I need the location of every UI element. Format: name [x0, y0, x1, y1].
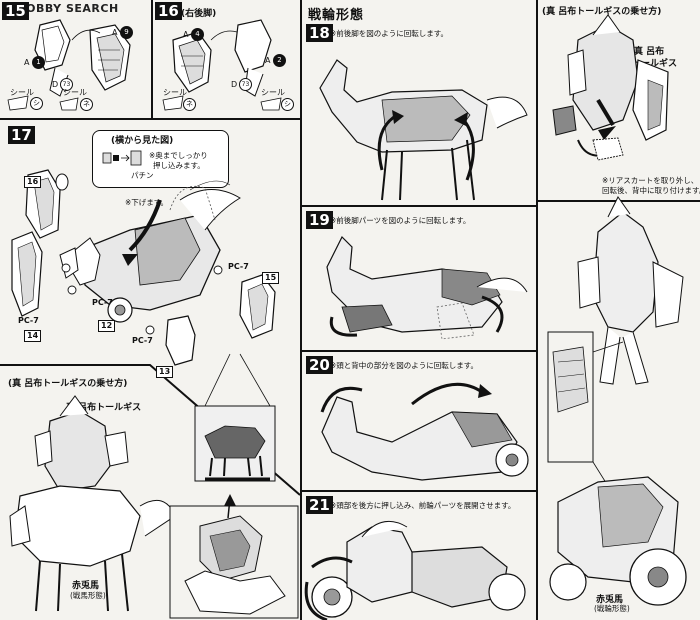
step-17-illustration	[11, 169, 276, 366]
seal-label-1: シール	[10, 88, 34, 97]
seal-label-2: シール	[63, 88, 87, 97]
part-label-a4: A	[183, 30, 189, 39]
step-20-illustration	[320, 382, 529, 481]
ride-1-illustration	[9, 353, 299, 619]
part-number-15: 15	[262, 272, 280, 284]
seal-label-1: シール	[163, 88, 187, 97]
step-16-number: 16	[155, 2, 182, 20]
step-18-panel: 18 ※前後脚を図のように回転します。	[302, 20, 536, 205]
seal-number-2: シ	[281, 98, 294, 111]
ride-panel-3: 赤兎馬 (戦輪形態)	[538, 196, 700, 620]
divider-h4	[302, 490, 536, 492]
part-circle-a9: 9	[120, 26, 133, 39]
ride-panel-2: (真 呂布トールギスの乗せ方) 真 呂布 トールギス ※リアスカートを取り外し、…	[538, 0, 700, 200]
pc-label-3: PC-7	[228, 262, 249, 271]
step-18-number: 18	[306, 24, 333, 42]
step-20-number: 20	[306, 356, 333, 374]
section-title: 戦輪形態	[308, 8, 365, 23]
step-15-panel: 15 A 1 A 9 D 73 シール シ シール ネ	[0, 0, 151, 118]
ride-2-horse: 赤兎馬	[596, 595, 624, 605]
step-16-panel: 16 (右後脚) A 4 A 2 D 73 シール ネ シール シ	[153, 0, 300, 118]
pc-label-1: PC-7	[92, 298, 113, 307]
seal-number-1: シ	[30, 97, 43, 110]
snap-label: パチン	[131, 171, 154, 180]
ride-1-name: 真 呂布トールギス	[66, 403, 142, 413]
step-18-instruction: ※前後脚を図のように回転します。	[330, 29, 449, 38]
ride-2-title: (真 呂布トールギスの乗せ方)	[542, 7, 662, 17]
ride-2-horse-mode: (戦輪形態)	[594, 604, 630, 613]
part-circle-a1: 1	[32, 56, 45, 69]
ride-2-illustration	[552, 14, 669, 161]
part-number-12: 12	[98, 320, 116, 332]
ride-3-illustration	[547, 196, 687, 606]
step-21-instruction: ※頭部を後方に押し込み、前輪パーツを展開させます。	[330, 501, 516, 510]
step-17-panel: 17 (横から見た図) ※奥までしっかり 押し込みます。 パチン ※下げます。	[0, 120, 300, 366]
step-15-illustration	[7, 19, 131, 111]
push-down-note: ※下げます。	[125, 198, 169, 207]
step-19-illustration	[326, 235, 528, 340]
seal-label-2: シール	[261, 88, 285, 97]
ride-1-horse: 赤兎馬	[72, 581, 100, 591]
divider-v3	[536, 0, 538, 620]
side-view-note-1: ※奥までしっかり	[149, 151, 208, 160]
side-view-title: (横から見た図)	[111, 136, 174, 146]
step-21-number: 21	[306, 496, 333, 514]
part-circle-d73: 73	[239, 78, 252, 91]
ride-2-note-1: ※リアスカートを取り外し、	[602, 176, 699, 185]
step-19-panel: 19 ※前後脚パーツを図のように回転します。	[302, 207, 536, 350]
seal-number-2: ネ	[80, 98, 93, 111]
part-number-13: 13	[156, 366, 174, 378]
ride-2-name: 真 呂布	[634, 47, 665, 57]
step-18-illustration	[319, 59, 528, 201]
part-number-16: 16	[24, 176, 42, 188]
step-21-illustration	[304, 520, 526, 620]
divider-v1	[151, 0, 153, 118]
part-circle-d73: 73	[60, 78, 73, 91]
part-label-a9: A	[112, 28, 118, 37]
side-view-icon	[102, 150, 142, 166]
part-label-d: D	[231, 80, 238, 89]
divider-h3	[302, 350, 536, 352]
step-19-instruction: ※前後脚パーツを図のように回転します。	[330, 216, 471, 225]
ride-2-name-2: トールギス	[632, 59, 678, 69]
step-16-title: (右後脚)	[181, 9, 217, 19]
part-label-d: D	[52, 80, 59, 89]
part-letter-a: A	[24, 58, 30, 67]
divider-h2	[302, 205, 536, 207]
part-label-a2: A	[265, 56, 271, 65]
side-view-callout: (横から見た図) ※奥までしっかり 押し込みます。 パチン	[92, 130, 229, 188]
ride-2-note-2: 回転後、背中に取り付けます。	[602, 186, 700, 195]
ride-panel-1: (真 呂布トールギスの乗せ方) 真 呂布トールギス 赤兎馬 (戦馬形態)	[0, 353, 300, 620]
divider-v2	[300, 0, 302, 620]
part-circle-a4: 4	[191, 28, 204, 41]
side-view-note-2: 押し込みます。	[153, 161, 205, 170]
part-circle-a2: 2	[273, 54, 286, 67]
step-20-instruction: ※頭と背中の部分を図のように回転します。	[330, 361, 479, 370]
pc-label-2: PC-7	[18, 316, 39, 325]
step-20-panel: 20 ※頭と背中の部分を図のように回転します。	[302, 352, 536, 490]
watermark-text: HOBBY SEARCH	[16, 2, 119, 15]
step-17-number: 17	[8, 126, 35, 144]
step-21-panel: 21 ※頭部を後方に押し込み、前輪パーツを展開させます。	[302, 492, 536, 620]
seal-number-1: ネ	[183, 98, 196, 111]
step-15-number: 15	[2, 2, 29, 20]
part-label-a1: A	[24, 58, 29, 68]
pc-label-4: PC-7	[132, 336, 153, 345]
part-number-14: 14	[24, 330, 42, 342]
ride-1-horse-mode: (戦馬形態)	[70, 591, 106, 600]
divider-h1	[0, 118, 300, 120]
ride-1-title: (真 呂布トールギスの乗せ方)	[8, 379, 128, 389]
step-16-illustration	[162, 19, 282, 111]
step-19-number: 19	[306, 211, 333, 229]
